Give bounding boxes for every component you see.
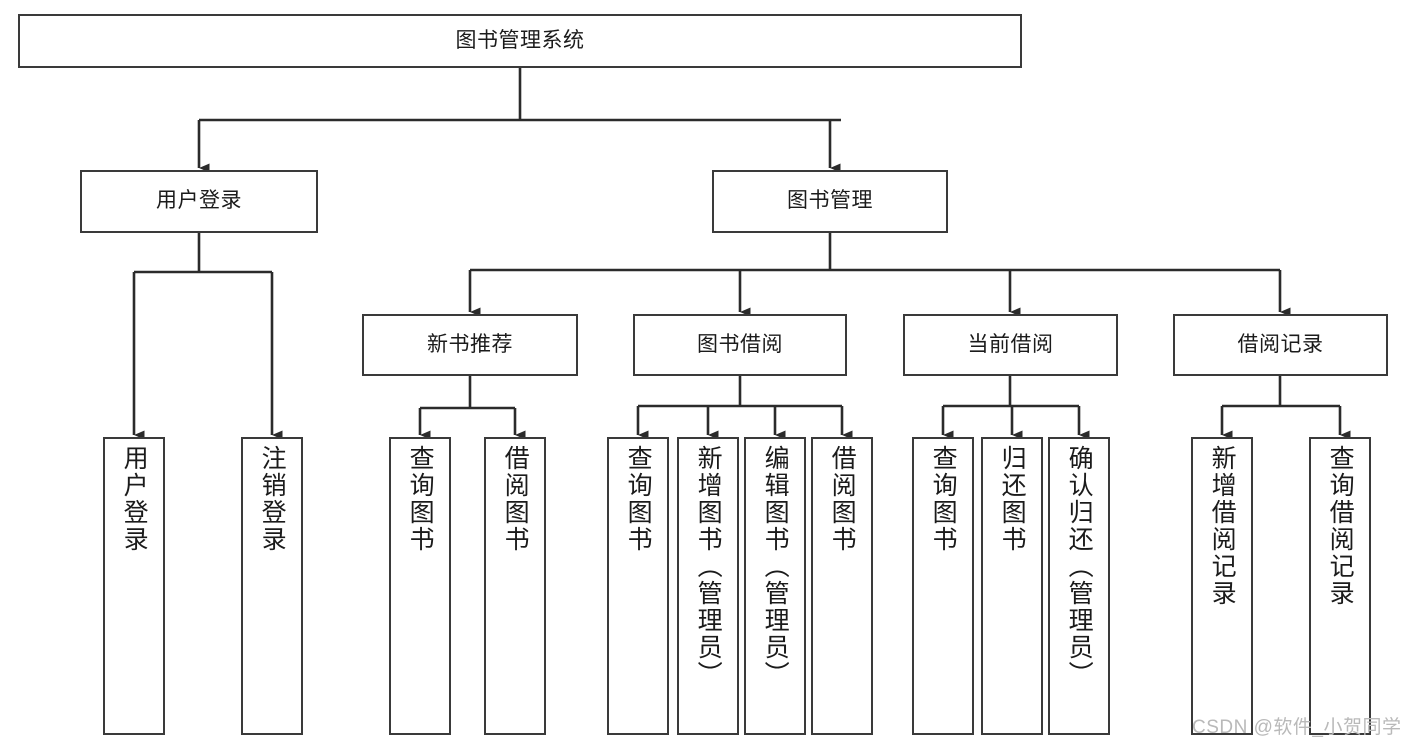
node-root[interactable]: 图书管理系统 <box>18 14 1022 68</box>
node-current-borrow-label: 当前借阅 <box>967 332 1054 356</box>
node-leaf-query-book-current-label: 查询图书 <box>929 445 958 553</box>
node-leaf-borrow-book-recommend[interactable]: 借阅图书 <box>484 437 546 735</box>
node-leaf-query-book-current[interactable]: 查询图书 <box>912 437 974 735</box>
node-borrow-record[interactable]: 借阅记录 <box>1173 314 1388 376</box>
node-leaf-logout[interactable]: 注销登录 <box>241 437 303 735</box>
node-leaf-borrow-book-label: 借阅图书 <box>828 445 857 553</box>
node-leaf-query-book-borrow-label: 查询图书 <box>624 445 653 553</box>
node-leaf-query-book-borrow[interactable]: 查询图书 <box>607 437 669 735</box>
node-leaf-return-book[interactable]: 归还图书 <box>981 437 1043 735</box>
node-book-borrow-label: 图书借阅 <box>697 332 783 356</box>
node-leaf-user-login-label: 用户登录 <box>120 445 149 553</box>
node-new-book-recommend-label: 新书推荐 <box>427 332 513 356</box>
node-leaf-add-borrow-record[interactable]: 新增借阅记录 <box>1191 437 1253 735</box>
node-book-manage-label: 图书管理 <box>787 189 873 213</box>
node-leaf-confirm-return-label: 确认归还（管理员） <box>1065 445 1094 688</box>
node-leaf-logout-label: 注销登录 <box>258 445 287 553</box>
node-leaf-borrow-book-recommend-label: 借阅图书 <box>501 445 530 553</box>
node-leaf-add-book[interactable]: 新增图书（管理员） <box>677 437 739 735</box>
node-book-manage[interactable]: 图书管理 <box>712 170 948 233</box>
node-new-book-recommend[interactable]: 新书推荐 <box>362 314 578 376</box>
node-leaf-confirm-return[interactable]: 确认归还（管理员） <box>1048 437 1110 735</box>
node-leaf-add-book-label: 新增图书（管理员） <box>694 445 723 688</box>
node-leaf-borrow-book[interactable]: 借阅图书 <box>811 437 873 735</box>
node-leaf-edit-book-label: 编辑图书（管理员） <box>761 445 790 688</box>
node-leaf-edit-book[interactable]: 编辑图书（管理员） <box>744 437 806 735</box>
node-root-label: 图书管理系统 <box>455 28 585 52</box>
node-leaf-query-borrow-record[interactable]: 查询借阅记录 <box>1309 437 1371 735</box>
node-current-borrow[interactable]: 当前借阅 <box>903 314 1118 376</box>
node-book-borrow[interactable]: 图书借阅 <box>633 314 847 376</box>
node-user-login-label: 用户登录 <box>156 189 242 213</box>
node-borrow-record-label: 借阅记录 <box>1237 332 1324 356</box>
node-leaf-return-book-label: 归还图书 <box>998 445 1027 553</box>
node-leaf-add-borrow-record-label: 新增借阅记录 <box>1208 445 1237 607</box>
node-leaf-user-login[interactable]: 用户登录 <box>103 437 165 735</box>
node-leaf-query-book-recommend-label: 查询图书 <box>406 445 435 553</box>
node-leaf-query-book-recommend[interactable]: 查询图书 <box>389 437 451 735</box>
node-user-login[interactable]: 用户登录 <box>80 170 318 233</box>
node-leaf-query-borrow-record-label: 查询借阅记录 <box>1326 445 1355 607</box>
